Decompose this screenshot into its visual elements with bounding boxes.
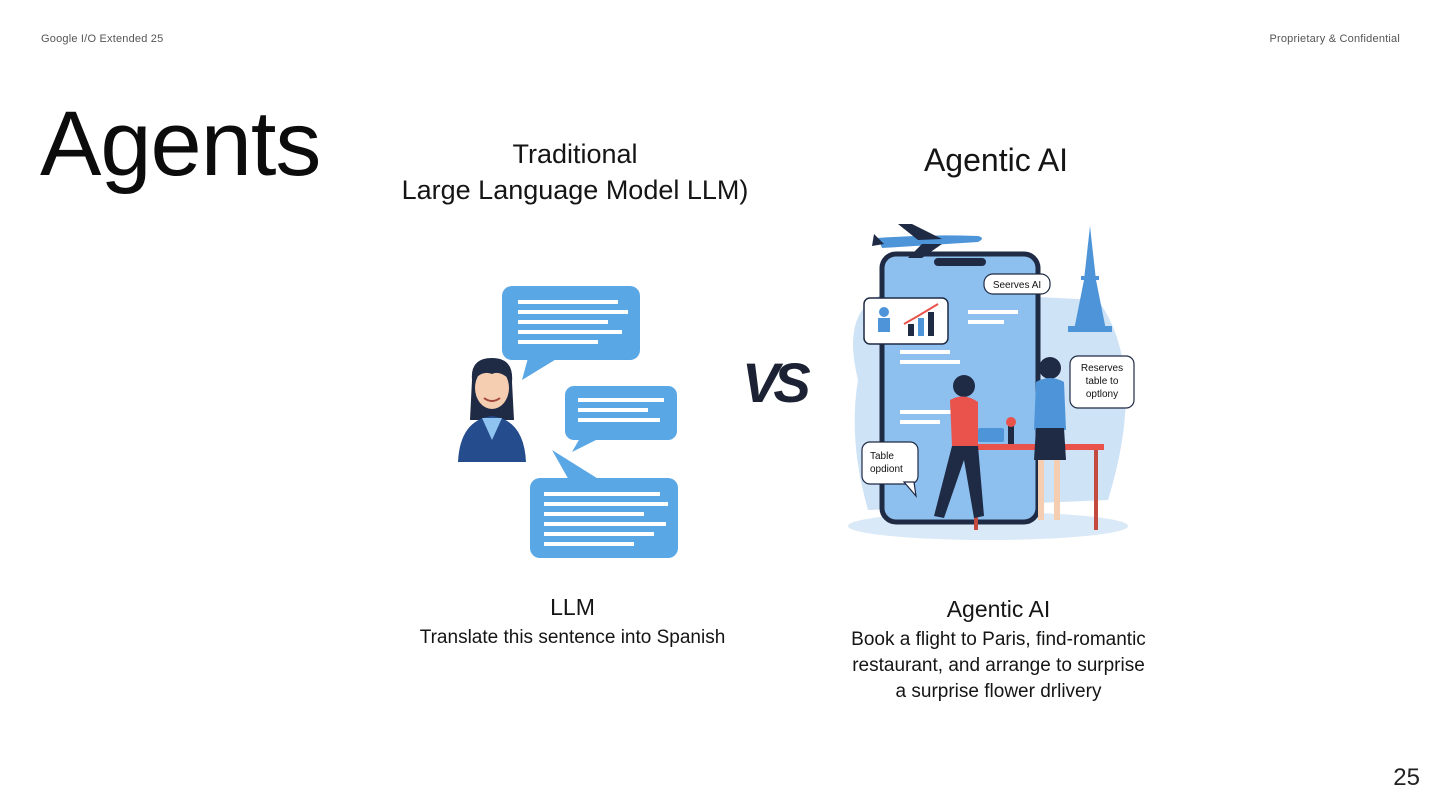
speech-bubble-left: Table opdiont [861, 441, 919, 498]
confidential-label: Proprietary & Confidential [1269, 33, 1400, 45]
bubble-top-text: Seerves AI [993, 280, 1041, 291]
eiffel-tower-icon [1068, 226, 1112, 332]
page-number: 25 [1393, 764, 1420, 791]
event-label: Google I/O Extended 25 [41, 33, 164, 45]
bubble-right-line3: optlony [1086, 389, 1118, 400]
bubble-right-line2: table to [1086, 376, 1119, 387]
llm-column-title: Traditional Large Language Model LLM) [400, 136, 750, 208]
agentic-caption-text: Book a flight to Paris, find-romantic re… [826, 627, 1171, 705]
versus-label: VS [742, 351, 811, 414]
llm-chat-illustration [458, 286, 678, 558]
chat-bubble-top [502, 286, 640, 380]
agentic-caption-line3: a surprise flower drlivery [895, 681, 1102, 702]
chat-bubble-middle [565, 386, 677, 452]
agentic-caption-title: Agentic AI [946, 596, 1051, 622]
woman-waiter [1034, 357, 1066, 520]
bubble-right-line1: Reserves [1081, 363, 1123, 374]
speech-bubble-right: Reserves table to optlony [1069, 355, 1135, 409]
woman-avatar [458, 358, 526, 462]
agentic-caption-line2: restaurant, and arrange to surprise [852, 655, 1145, 676]
chart-card [863, 297, 949, 345]
llm-title-line2: Large Language Model LLM) [401, 175, 749, 205]
bubble-left-line1: Table [870, 451, 894, 462]
llm-caption-title: LLM [550, 594, 595, 620]
bubble-left-line2: opdiont [870, 464, 903, 475]
agentic-column-title: Agentic AI [923, 142, 1069, 178]
airplane-icon [872, 224, 982, 258]
llm-title-line1: Traditional [512, 139, 638, 169]
chat-bubble-bottom [530, 450, 678, 558]
slide-title: Agents [40, 93, 321, 195]
agentic-caption-line1: Book a flight to Paris, find-romantic [851, 629, 1146, 650]
agentic-ai-illustration: Seerves AI Reserves table to optlony Tab… [848, 224, 1135, 540]
speech-bubble-top: Seerves AI [983, 273, 1051, 295]
woman-with-laptop [934, 375, 1004, 518]
llm-caption-text: Translate this sentence into Spanish [419, 627, 726, 648]
